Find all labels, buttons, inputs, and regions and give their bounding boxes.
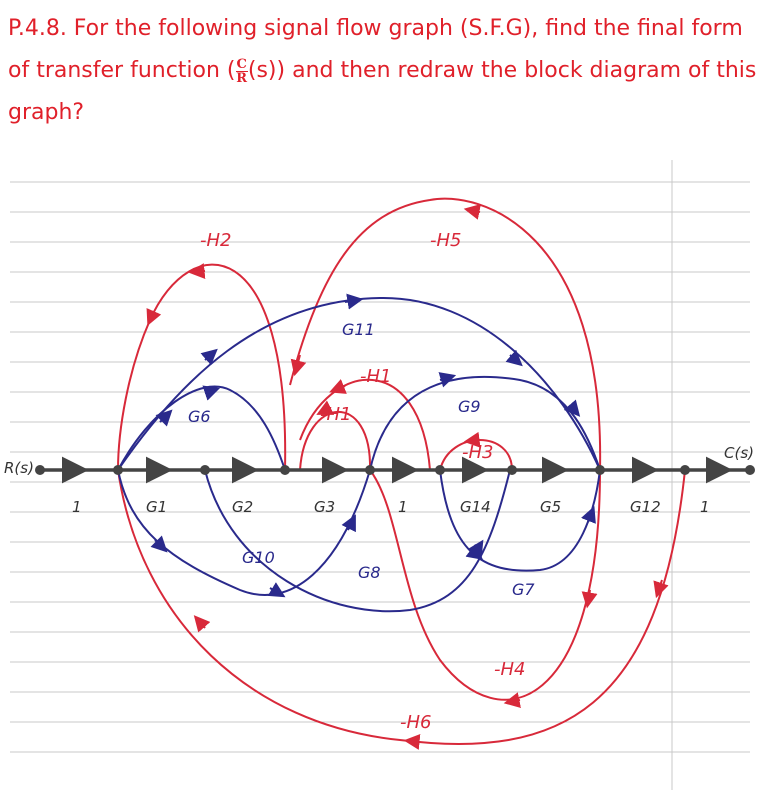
node-2: [200, 465, 210, 475]
node-input: [35, 465, 45, 475]
loop-h6-arrow-a: [653, 579, 669, 599]
problem-text-prefix: P.4.8. For the following signal flow gra…: [8, 16, 743, 83]
loop-h5: [289, 197, 602, 471]
gain-label: G9: [458, 397, 481, 416]
output-label: C(s): [724, 444, 754, 462]
gain-label: -H2: [200, 230, 231, 251]
loop-h5-arrow-a: [463, 204, 481, 220]
notebook-sketch: R(s) C(s) 1 G1 G2 G3 1 G14 G5 G12 1 G6 G…: [0, 150, 769, 800]
branch-g9: [369, 375, 601, 471]
branch-g11-arrow-c: [505, 349, 523, 367]
loop-h6-arrow-b: [403, 733, 421, 750]
branch-g10-arrow-a: [150, 535, 168, 553]
branch-g8-arrow-a: [267, 582, 286, 598]
gain-label: G1: [146, 498, 167, 516]
gain-label: G12: [630, 498, 661, 516]
input-label: R(s): [4, 459, 34, 477]
ruled-lines: [10, 160, 750, 790]
gain-label: G8: [358, 563, 381, 582]
gain-label: -H5: [430, 230, 461, 251]
branch-g9-arrow-b: [563, 399, 581, 417]
branch-g6-arrow: [202, 385, 221, 401]
signal-flow-graph: R(s) C(s) 1 G1 G2 G3 1 G14 G5 G12 1 G6 G…: [4, 160, 755, 790]
node-8: [680, 465, 690, 475]
loop-h2: [117, 263, 287, 471]
node-5: [435, 465, 445, 475]
node-7: [595, 465, 605, 475]
graph-nodes: [35, 465, 755, 475]
loop-h4-arrow-a: [581, 589, 598, 609]
branch-g11: [117, 296, 601, 471]
loop-h2-arrow: [188, 263, 206, 280]
gain-label: 1: [398, 498, 408, 516]
branch-g8-arrow-b: [468, 539, 484, 558]
loop-h1-outer-arrow: [329, 379, 347, 394]
node-1: [113, 465, 123, 475]
fraction-numerator: C: [235, 56, 248, 72]
gain-label: -H6: [400, 712, 431, 733]
problem-statement: P.4.8. For the following signal flow gra…: [8, 8, 760, 134]
node-output: [745, 465, 755, 475]
gain-label: 1: [700, 498, 710, 516]
blue-branches: [117, 293, 601, 613]
branch-g11-arrow-a: [200, 348, 218, 366]
branch-g10: [117, 469, 371, 596]
branch-g10-arrow-b: [341, 514, 356, 533]
branch-g8: [204, 469, 511, 613]
node-3: [280, 465, 290, 475]
node-4: [365, 465, 375, 475]
gain-label: G5: [540, 498, 561, 516]
branch-g11-arrow-b: [344, 293, 364, 310]
loop-h3-arrow: [463, 431, 481, 448]
gain-label: G2: [232, 498, 253, 516]
loop-h1-outer: [299, 379, 431, 471]
loop-h4-arrow-b: [503, 692, 521, 708]
gain-label: -H1: [320, 404, 351, 425]
branch-g9-arrow: [438, 372, 457, 388]
node-6: [507, 465, 517, 475]
gain-label: G7: [512, 580, 535, 599]
fraction-denominator: R: [236, 70, 248, 86]
gain-label: -H3: [462, 442, 493, 463]
loop-h6: [117, 469, 686, 745]
loop-h1-inner: [299, 411, 372, 471]
gain-label: G6: [188, 407, 211, 426]
branch-g7-arrow-a: [465, 543, 484, 560]
gain-label: -H4: [494, 659, 525, 680]
loop-h6-arrow-c: [193, 615, 211, 633]
loop-h1-inner-arrow: [316, 400, 335, 415]
red-feedback-loops: [117, 197, 686, 750]
loop-h4: [369, 469, 601, 701]
branch-g7: [439, 469, 601, 572]
branch-g7-arrow-b: [581, 506, 596, 524]
gain-label: G3: [314, 498, 335, 516]
gain-label: -H1: [360, 366, 391, 387]
gain-label: G11: [342, 320, 375, 339]
branch-g6-arrow-b: [155, 409, 173, 427]
gain-label: G14: [460, 498, 491, 516]
loop-h5-arrow-b: [290, 354, 307, 377]
problem-text-suffix: (s)) and then redraw the block diagram o…: [8, 58, 757, 125]
branch-g6: [117, 385, 286, 471]
gain-label: 1: [72, 498, 82, 516]
gain-label: G10: [242, 548, 275, 567]
